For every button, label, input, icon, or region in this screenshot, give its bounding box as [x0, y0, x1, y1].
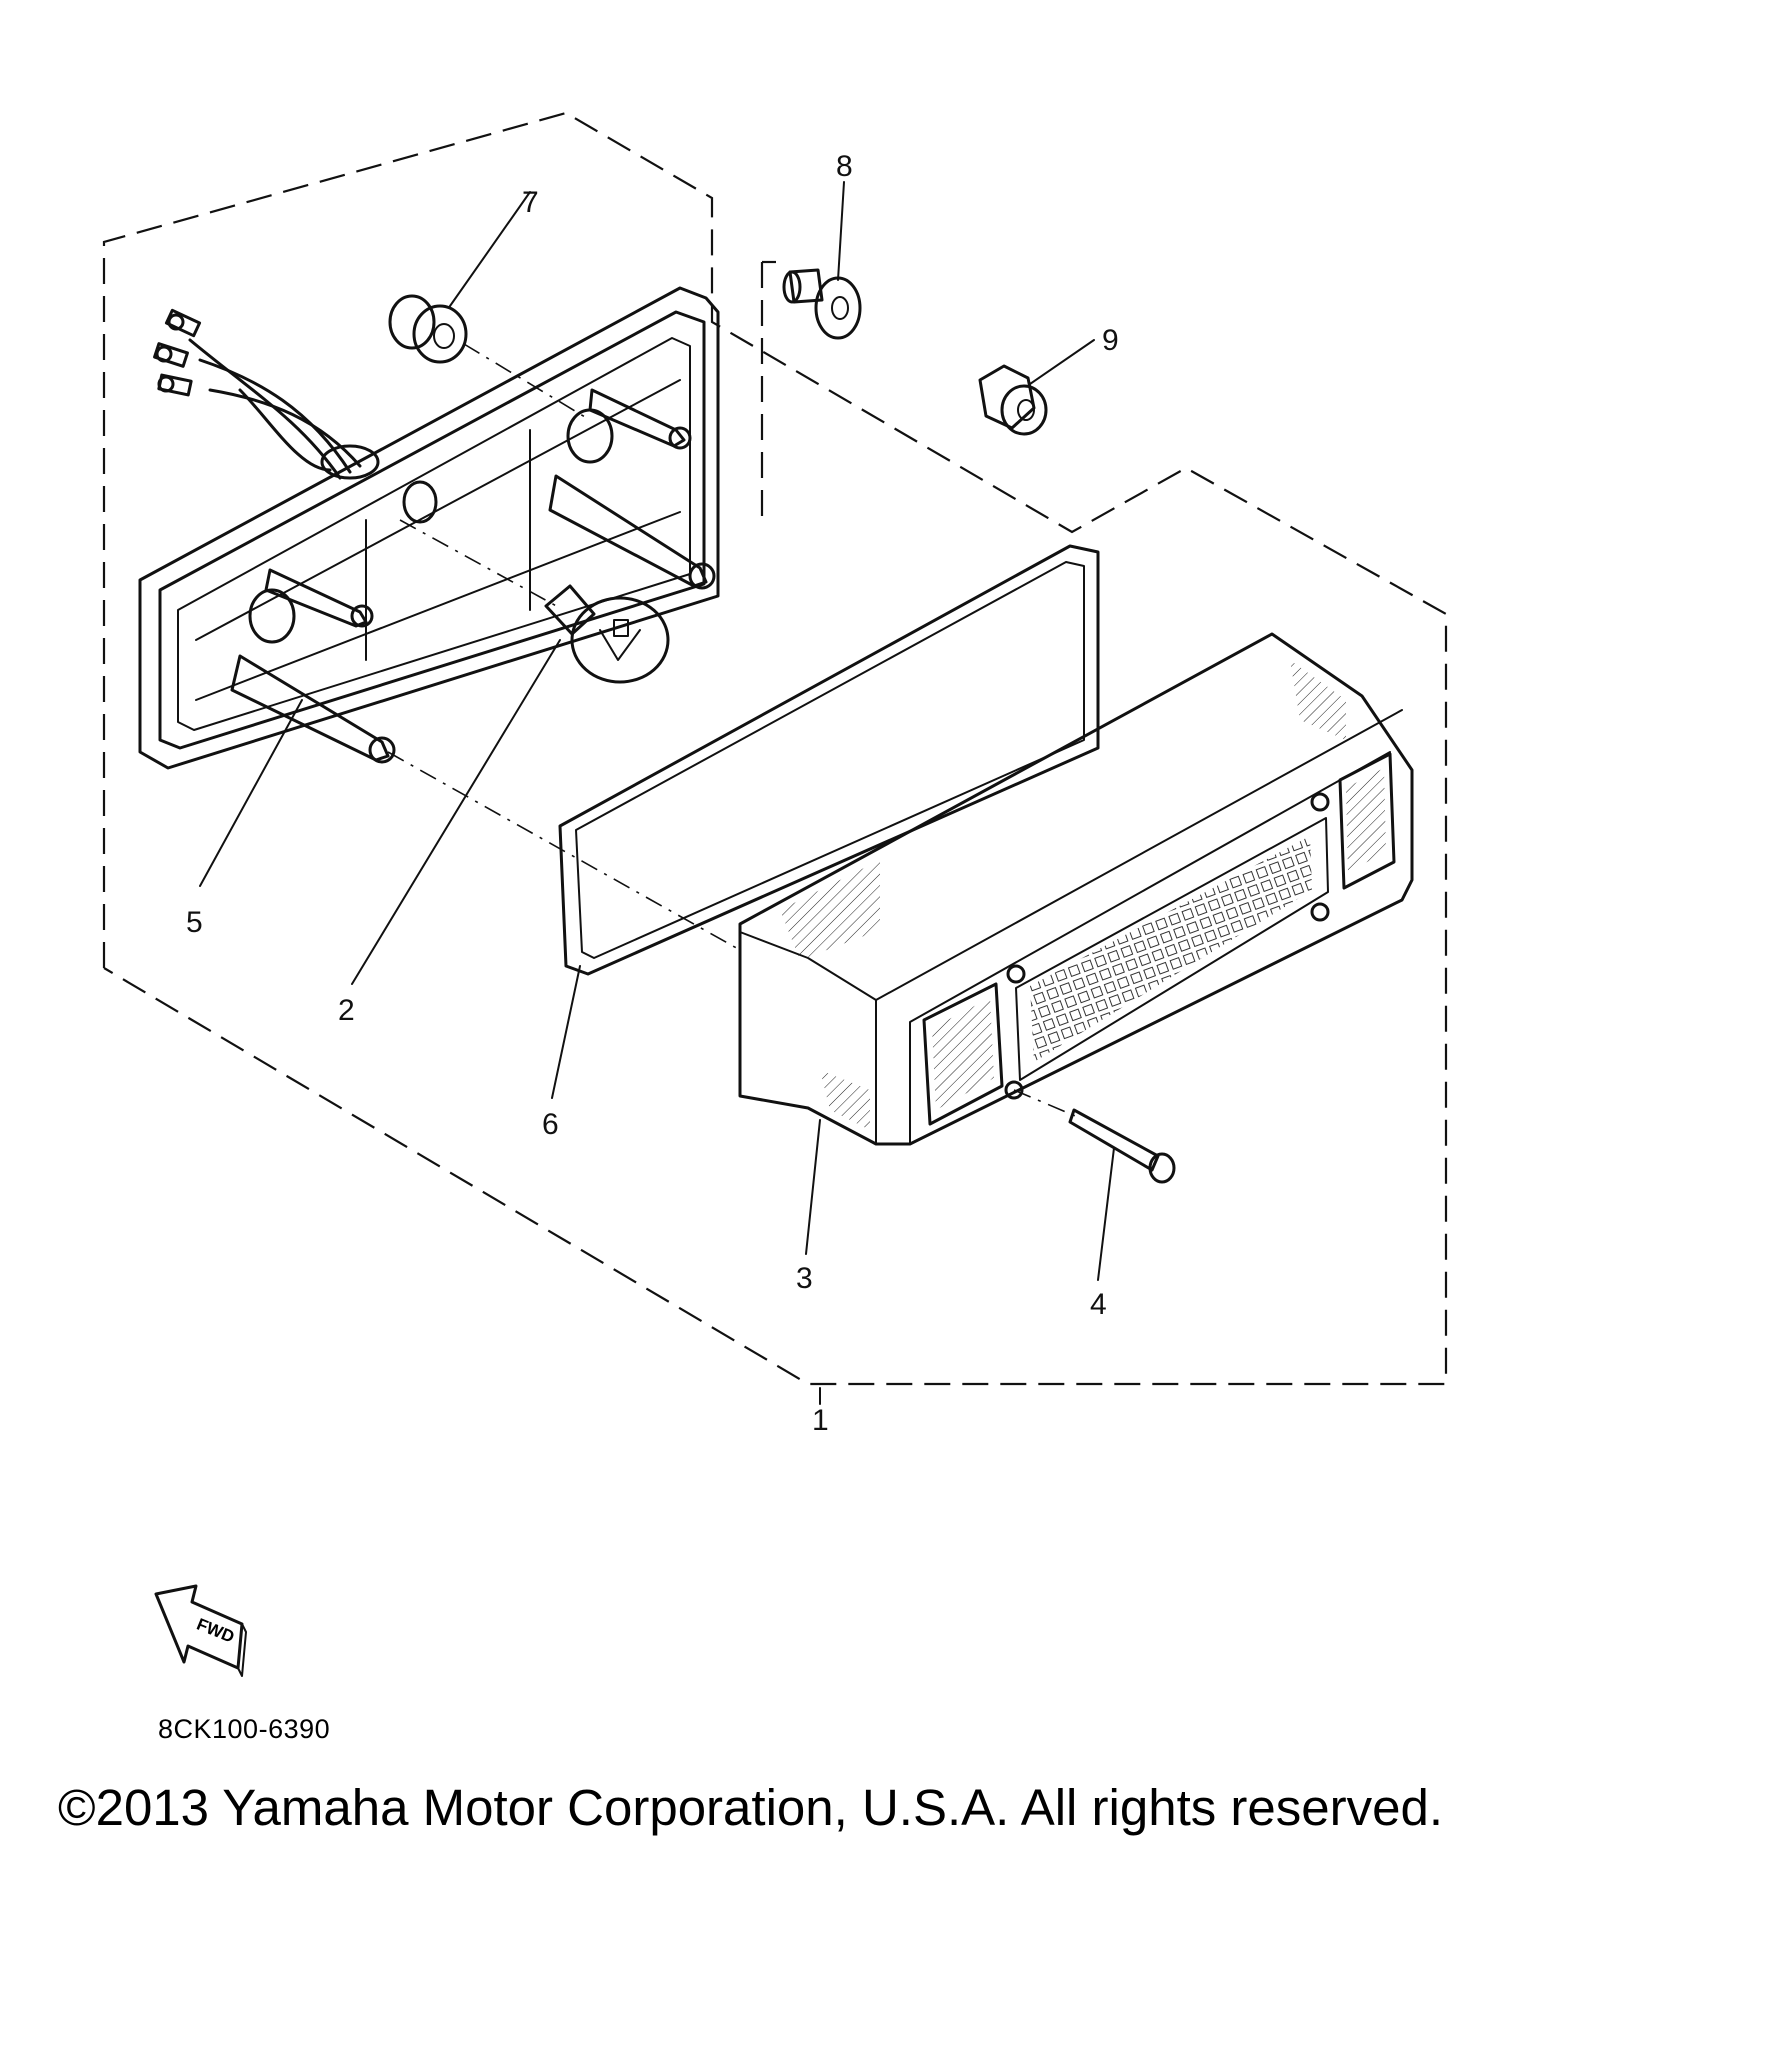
- callout-3: 3: [796, 1262, 813, 1295]
- leader-lines: [199, 181, 1115, 1405]
- callout-6: 6: [542, 1108, 559, 1141]
- assembly-boundary-dashed: [102, 111, 1448, 1386]
- callout-1: 1: [812, 1404, 829, 1437]
- assembly-centerline: [387, 751, 741, 951]
- lens-part-3: [738, 632, 1414, 1146]
- bracket-dashed-part-8: [760, 260, 776, 525]
- bulb-part-2: [399, 519, 670, 684]
- fwd-arrow-icon: FWD: [154, 1584, 247, 1677]
- callout-8: 8: [836, 150, 853, 183]
- copyright-notice: ©2013 Yamaha Motor Corporation, U.S.A. A…: [58, 1779, 1444, 1836]
- nut-part-9: [978, 364, 1048, 436]
- gasket-part-6: [558, 544, 1100, 976]
- screw-part-4: [1013, 1089, 1176, 1184]
- lamp-housing-part-5: [138, 286, 720, 770]
- diagram-code: 8CK100-6390: [158, 1714, 331, 1744]
- grommet-part-7: [388, 294, 591, 421]
- callout-4: 4: [1090, 1288, 1107, 1321]
- callout-9: 9: [1102, 324, 1119, 357]
- callout-5: 5: [186, 906, 203, 939]
- collar-part-8: [782, 268, 862, 340]
- callout-7: 7: [522, 186, 539, 219]
- callout-2: 2: [338, 994, 355, 1027]
